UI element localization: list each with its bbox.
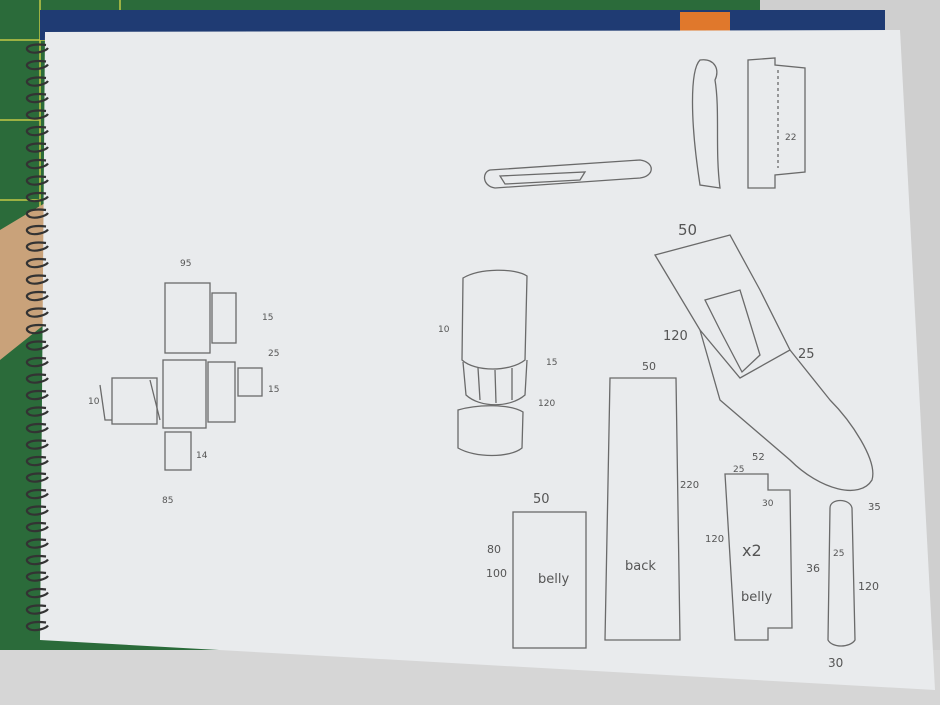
label-left-85: 85 [162,496,173,506]
label-belly2-120: 120 [705,534,724,545]
label-back-text: back [625,559,656,574]
label-belly2-text: belly [741,590,772,605]
label-strap-36: 36 [806,562,820,575]
label-belly1-width: 50 [533,492,550,507]
sketch-belly-panel-2 [724,473,793,641]
spiral-ring [25,554,49,566]
spiral-ring [25,571,49,582]
sketch-hook [691,59,721,189]
label-belly2-30: 30 [762,499,774,509]
spiral-ring [25,389,49,401]
label-sheath-50: 50 [678,221,697,239]
sketch-back-panel [604,377,681,641]
label-belly2-52: 52 [752,452,765,463]
label-left-10: 10 [88,397,100,407]
spiral-ring [25,620,49,632]
spiral-ring [25,406,49,417]
sketch-strap-right [827,499,856,647]
label-belly2-x2: x2 [742,541,762,560]
label-strap-35: 35 [868,502,881,513]
spiral-ring [25,257,49,269]
sketch-belly-panel-1 [512,511,587,649]
leather-scrap [0,200,50,360]
spiral-ring [25,175,49,186]
spiral-ring [25,241,49,252]
spiral-ring [25,158,49,170]
label-belly1-100: 100 [486,567,507,580]
spiral-ring [25,307,49,318]
sketch-tab-bottom [164,431,192,471]
spiral-ring [25,356,49,368]
label-mid-15: 15 [546,358,557,368]
sketch-paper [40,30,935,690]
spiral-binding [25,43,49,632]
label-top-22: 22 [785,133,796,143]
spiral-ring [25,109,49,120]
spiral-ring [25,76,49,87]
label-mid-120: 120 [538,399,555,409]
spiral-ring [25,472,49,483]
spiral-ring [25,125,49,137]
spiral-ring [25,191,49,203]
label-sheath-25: 25 [798,347,815,362]
spiral-ring [25,521,49,533]
sketch-cylinder-band [462,359,528,406]
spiral-ring [25,439,49,450]
label-back-220: 220 [680,480,699,491]
spiral-ring [25,488,49,500]
label-left-25: 25 [268,349,279,359]
label-back-width: 50 [642,360,656,373]
sketch-cylinder-body [461,269,528,370]
spiral-ring [25,422,49,434]
label-left-15a: 15 [262,313,273,323]
spiral-ring [25,538,49,549]
spiral-ring [25,290,49,302]
label-left-top: 95 [180,259,191,269]
label-belly2-25: 25 [733,465,744,475]
sketch-cylinder-cap [457,405,524,457]
cover-tab [680,12,730,34]
sketch-long-strap [483,159,652,189]
label-strap-120: 120 [858,580,879,593]
label-strap-25: 25 [833,549,844,559]
sketch-top-strap [747,57,806,189]
spiral-ring [25,373,49,384]
spiral-ring [25,274,49,285]
sketch-flap-top [164,282,211,354]
label-belly1-80: 80 [487,543,501,556]
spiral-ring [25,505,49,516]
spiral-ring [25,92,49,104]
spiral-ring [25,455,49,467]
spiral-ring [25,142,49,153]
label-left-14: 14 [196,451,208,461]
label-left-15b: 15 [268,385,279,395]
spiral-ring [25,604,49,615]
spiral-ring [25,43,49,54]
sketch-body-mid [162,359,207,429]
pencil-sketches [99,57,874,649]
label-strap-30: 30 [828,656,843,670]
spiral-ring [25,208,49,219]
spiral-ring [25,340,49,351]
label-sheath-120: 120 [663,329,688,344]
spiral-ring [25,323,49,335]
spiral-ring [25,59,49,71]
label-mid-10: 10 [438,325,450,335]
label-belly1-text: belly [538,572,569,587]
spiral-ring [25,587,49,599]
spiral-ring [25,224,49,236]
